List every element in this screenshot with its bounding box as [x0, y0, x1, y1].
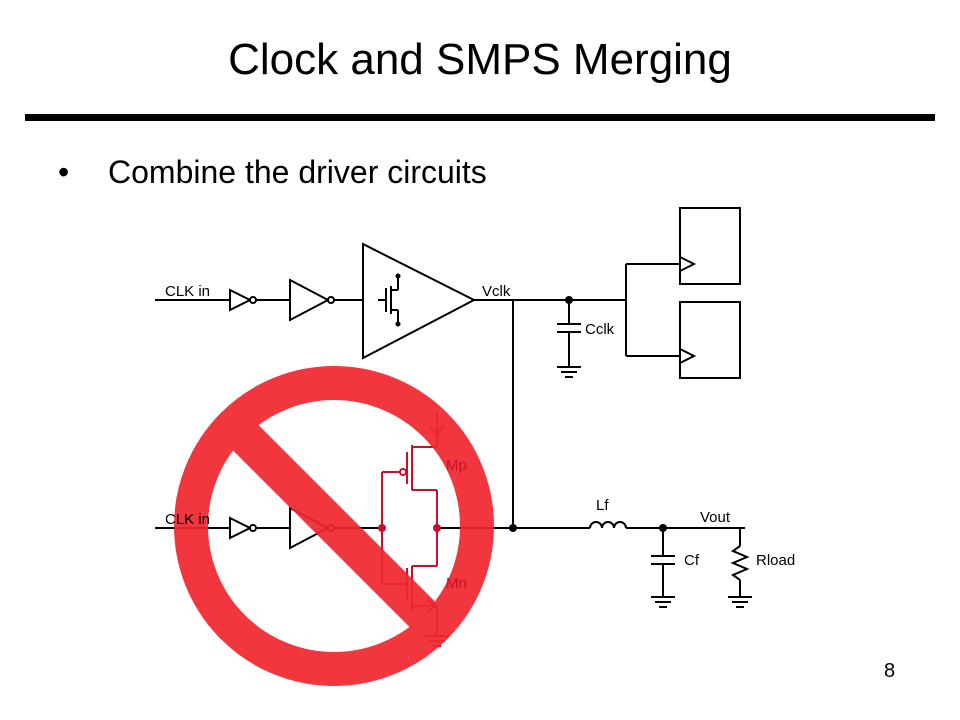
clock-buffer: [362, 242, 477, 360]
label-vout: Vout: [700, 509, 731, 526]
label-mn: Mn: [446, 575, 467, 592]
prohibition-sign: [174, 366, 494, 686]
label-cclk: Cclk: [585, 321, 615, 338]
flip-flop-2: [679, 301, 741, 379]
flip-flop-1: [679, 207, 741, 285]
label-lf: Lf: [596, 497, 609, 514]
page-number: 8: [884, 660, 896, 682]
inverter-3: [229, 516, 253, 540]
clock-driver-circuit: [155, 207, 741, 527]
resistor-rload: [730, 545, 750, 581]
label-clk-in-top: CLK in: [165, 283, 210, 300]
title-rule: [25, 114, 935, 121]
slide-title: Clock and SMPS Merging: [228, 35, 732, 84]
bullet-marker: •: [58, 154, 70, 190]
label-vclk: Vclk: [482, 283, 511, 300]
inverter-1: [229, 288, 253, 312]
label-rload: Rload: [756, 552, 795, 569]
label-clk-in-bottom: CLK in: [165, 511, 210, 528]
bullet-text: Combine the driver circuits: [108, 154, 487, 190]
inverter-2: [289, 278, 331, 322]
label-mp: Mp: [446, 457, 467, 474]
inductor-lf: [589, 521, 627, 529]
label-cf: Cf: [684, 552, 700, 569]
